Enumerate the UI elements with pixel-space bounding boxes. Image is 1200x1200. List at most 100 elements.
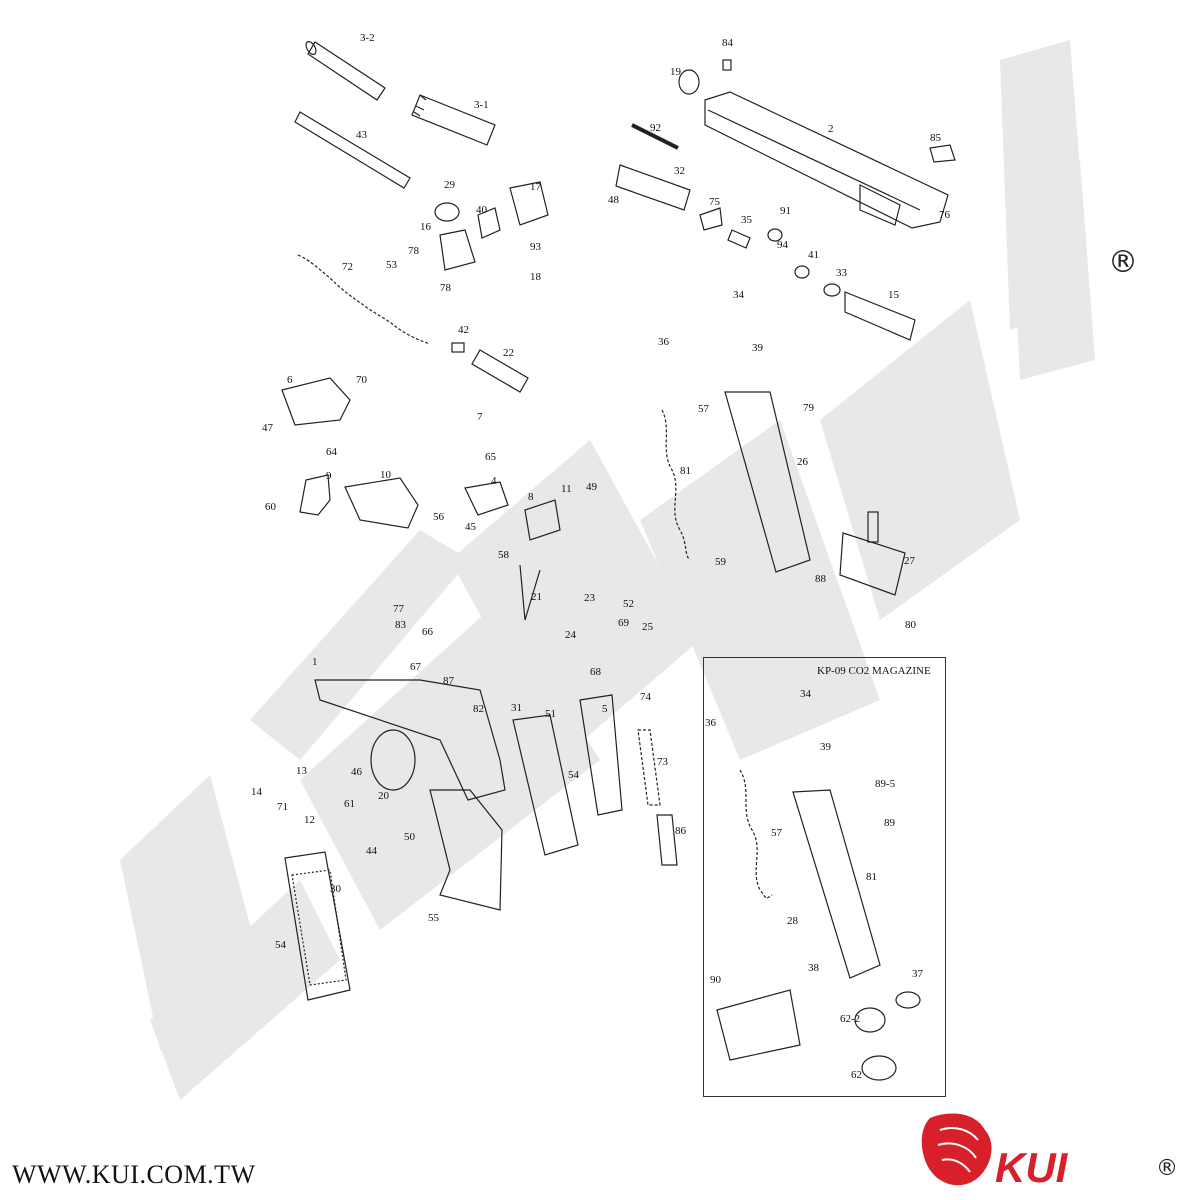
- part-inner-barrel: [294, 111, 411, 189]
- part-rear-sight: [929, 144, 956, 163]
- part-hammer-housing: [281, 377, 351, 426]
- part-number-label: 71: [277, 801, 288, 813]
- part-number-label: 8: [528, 491, 534, 503]
- part-number-label: 58: [498, 549, 509, 561]
- part-guide-rod: [451, 342, 529, 393]
- part-number-label: 64: [326, 446, 337, 458]
- part-number-label: 35: [741, 214, 752, 226]
- part-number-label: 41: [808, 249, 819, 261]
- parts-linework: [281, 41, 956, 1081]
- part-number-label: 77: [393, 603, 404, 615]
- part-number-label: 31: [511, 702, 522, 714]
- part-number-label: 44: [366, 845, 377, 857]
- part-number-label: 78: [440, 282, 451, 294]
- part-number-label: 26: [797, 456, 808, 468]
- part-number-label: 89-5: [875, 778, 896, 790]
- part-number-label: 79: [803, 402, 814, 414]
- part-number-label: 7: [477, 411, 483, 423]
- part-number-label: 21: [531, 591, 542, 603]
- part-number-label: 62: [851, 1069, 862, 1081]
- part-number-label: 36: [705, 717, 716, 729]
- inset-title: KP-09 CO2 MAGAZINE: [817, 665, 931, 677]
- part-number-label: 76: [939, 209, 950, 221]
- part-number-label: 53: [386, 259, 397, 271]
- part-number-label: 25: [642, 621, 653, 633]
- part-number-label: 90: [710, 974, 721, 986]
- part-number-label: 94: [777, 239, 788, 251]
- part-number-label: 46: [351, 766, 362, 778]
- part-number-label: 23: [584, 592, 595, 604]
- part-front-sight: [722, 59, 732, 71]
- part-co2-magazine: [716, 769, 921, 1081]
- part-number-label: 6: [287, 374, 293, 386]
- part-number-label: 54: [275, 939, 286, 951]
- part-number-label: 57: [698, 403, 709, 415]
- part-number-label: 47: [262, 422, 273, 434]
- part-number-label: 18: [530, 271, 541, 283]
- part-number-label: 16: [420, 221, 431, 233]
- part-number-label: 81: [866, 871, 877, 883]
- part-number-label: 28: [787, 915, 798, 927]
- part-number-label: 55: [428, 912, 439, 924]
- part-number-label: 51: [545, 708, 556, 720]
- inset-box: [703, 657, 946, 1097]
- part-number-label: 15: [888, 289, 899, 301]
- part-number-label: 20: [378, 790, 389, 802]
- part-number-label: 60: [265, 501, 276, 513]
- part-number-label: 12: [304, 814, 315, 826]
- part-number-label: 11: [561, 483, 572, 495]
- kui-brand-logo: KUI: [921, 1113, 1069, 1191]
- part-grip-panel-right: [512, 714, 579, 856]
- part-hop-block: [509, 181, 549, 226]
- part-hop-up-rubber: [434, 202, 460, 222]
- part-number-label: 39: [820, 741, 831, 753]
- part-number-label: 57: [771, 827, 782, 839]
- part-number-label: 38: [808, 962, 819, 974]
- part-number-label: 74: [640, 691, 651, 703]
- part-number-label: 32: [674, 165, 685, 177]
- part-number-label: 50: [404, 831, 415, 843]
- part-number-label: 83: [395, 619, 406, 631]
- part-number-label: 62-2: [840, 1013, 861, 1025]
- part-number-label: 69: [618, 617, 629, 629]
- part-number-label: 10: [380, 469, 391, 481]
- part-number-label: 34: [800, 688, 811, 700]
- brand-registered-mark: ®: [1156, 1156, 1178, 1181]
- part-number-label: 40: [476, 204, 487, 216]
- part-number-label: 66: [422, 626, 433, 638]
- part-number-label: 80: [905, 619, 916, 631]
- part-number-label: 29: [444, 179, 455, 191]
- part-number-label: 56: [433, 511, 444, 523]
- part-slide-ring: [678, 69, 700, 95]
- part-number-label: 70: [356, 374, 367, 386]
- part-number-label: 13: [296, 765, 307, 777]
- part-number-label: 88: [815, 573, 826, 585]
- registered-mark: ®: [1108, 245, 1138, 280]
- part-trigger-bar: [464, 481, 561, 621]
- part-number-label: 42: [458, 324, 469, 336]
- part-number-label: 81: [680, 465, 691, 477]
- part-number-label: 1: [312, 656, 318, 668]
- part-number-label: 17: [530, 181, 541, 193]
- watermark-kui: [120, 40, 1095, 1100]
- part-number-label: 82: [473, 703, 484, 715]
- part-number-label: 22: [503, 347, 514, 359]
- website-url[interactable]: WWW.KUI.COM.TW: [12, 1160, 256, 1189]
- part-number-label: 19: [670, 66, 681, 78]
- part-number-label: 34: [733, 289, 744, 301]
- part-blowback-housing: [844, 291, 916, 341]
- part-number-label: 87: [443, 675, 454, 687]
- part-number-label: 72: [342, 261, 353, 273]
- part-barrel-bushing: [411, 94, 496, 146]
- part-slide: [704, 91, 949, 229]
- part-number-label: 89: [884, 817, 895, 829]
- part-number-label: 39: [752, 342, 763, 354]
- part-number-label: 5: [602, 703, 608, 715]
- part-number-label: 92: [650, 122, 661, 134]
- part-number-label: 27: [904, 555, 915, 567]
- part-number-label: 59: [715, 556, 726, 568]
- part-number-label: 45: [465, 521, 476, 533]
- part-number-label: 91: [780, 205, 791, 217]
- part-number-label: 24: [565, 629, 576, 641]
- part-number-label: 67: [410, 661, 421, 673]
